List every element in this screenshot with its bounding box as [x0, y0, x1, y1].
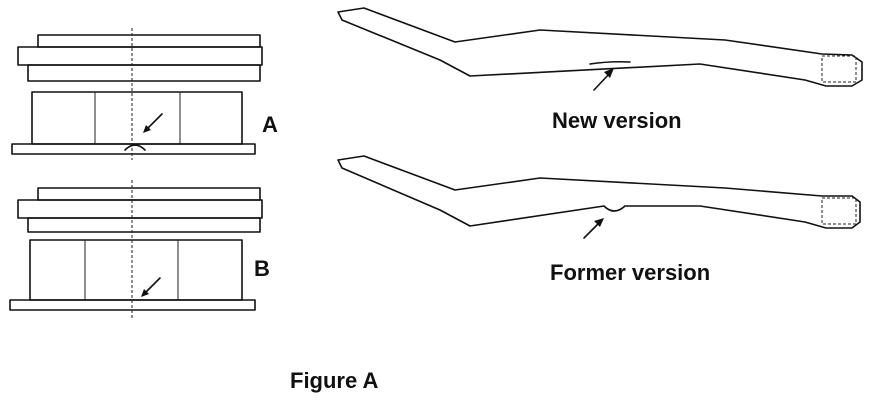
- arrow-icon: [593, 68, 614, 91]
- figure-caption: Figure A: [290, 368, 379, 393]
- arrow-icon: [141, 277, 161, 297]
- new-version-label: New version: [552, 108, 682, 133]
- arrow-icon: [583, 218, 604, 239]
- former-version-label: Former version: [550, 260, 710, 285]
- drum-assembly-a: [11, 28, 263, 160]
- lever-new-version: [337, 7, 863, 87]
- lever-former-version: [337, 155, 861, 229]
- label-b: B: [254, 256, 270, 281]
- arrow-icon: [143, 113, 163, 133]
- drum-assembly-b: [9, 180, 263, 320]
- label-a: A: [262, 112, 278, 137]
